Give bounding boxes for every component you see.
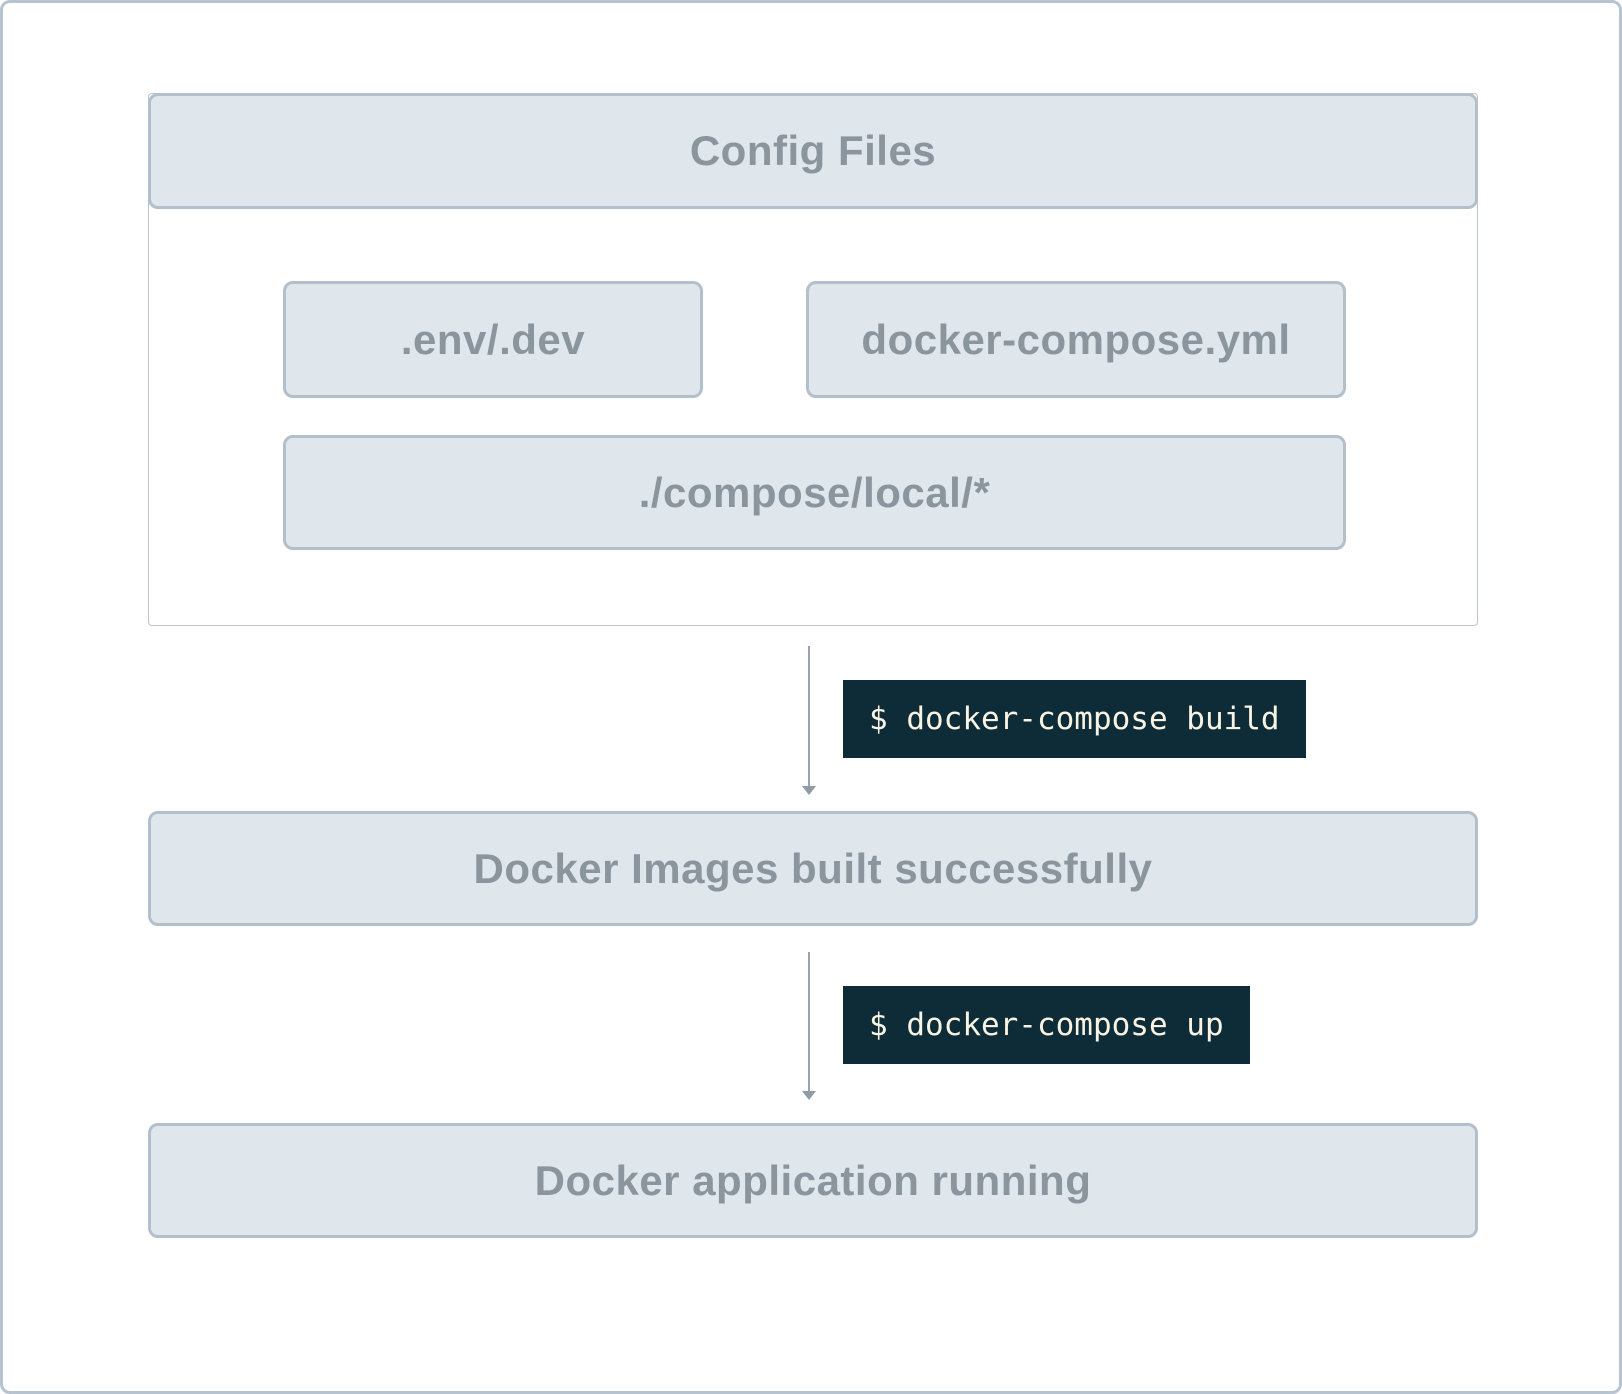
file-box-env-dev: .env/.dev [283,281,703,398]
command-badge-up: $ docker-compose up [843,986,1250,1064]
command-badge-build: $ docker-compose build [843,680,1306,758]
status-box-images-built-label: Docker Images built successfully [473,844,1153,892]
file-box-docker-compose-yml-label: docker-compose.yml [861,315,1291,363]
arrow-line [808,952,810,1091]
config-files-header: Config Files [148,93,1478,209]
file-box-docker-compose-yml: docker-compose.yml [806,281,1346,398]
file-box-env-dev-label: .env/.dev [400,315,586,363]
status-box-app-running: Docker application running [148,1123,1478,1238]
arrow-head-icon [802,1091,816,1100]
file-box-compose-local: ./compose/local/* [283,435,1346,550]
status-box-app-running-label: Docker application running [534,1156,1092,1204]
file-box-compose-local-label: ./compose/local/* [638,468,991,516]
command-badge-up-text: $ docker-compose up [869,1007,1224,1043]
config-files-title: Config Files [689,127,937,174]
arrow-head-icon [802,786,816,795]
command-badge-build-text: $ docker-compose build [869,701,1280,737]
arrow-line [808,646,810,786]
status-box-images-built: Docker Images built successfully [148,811,1478,926]
